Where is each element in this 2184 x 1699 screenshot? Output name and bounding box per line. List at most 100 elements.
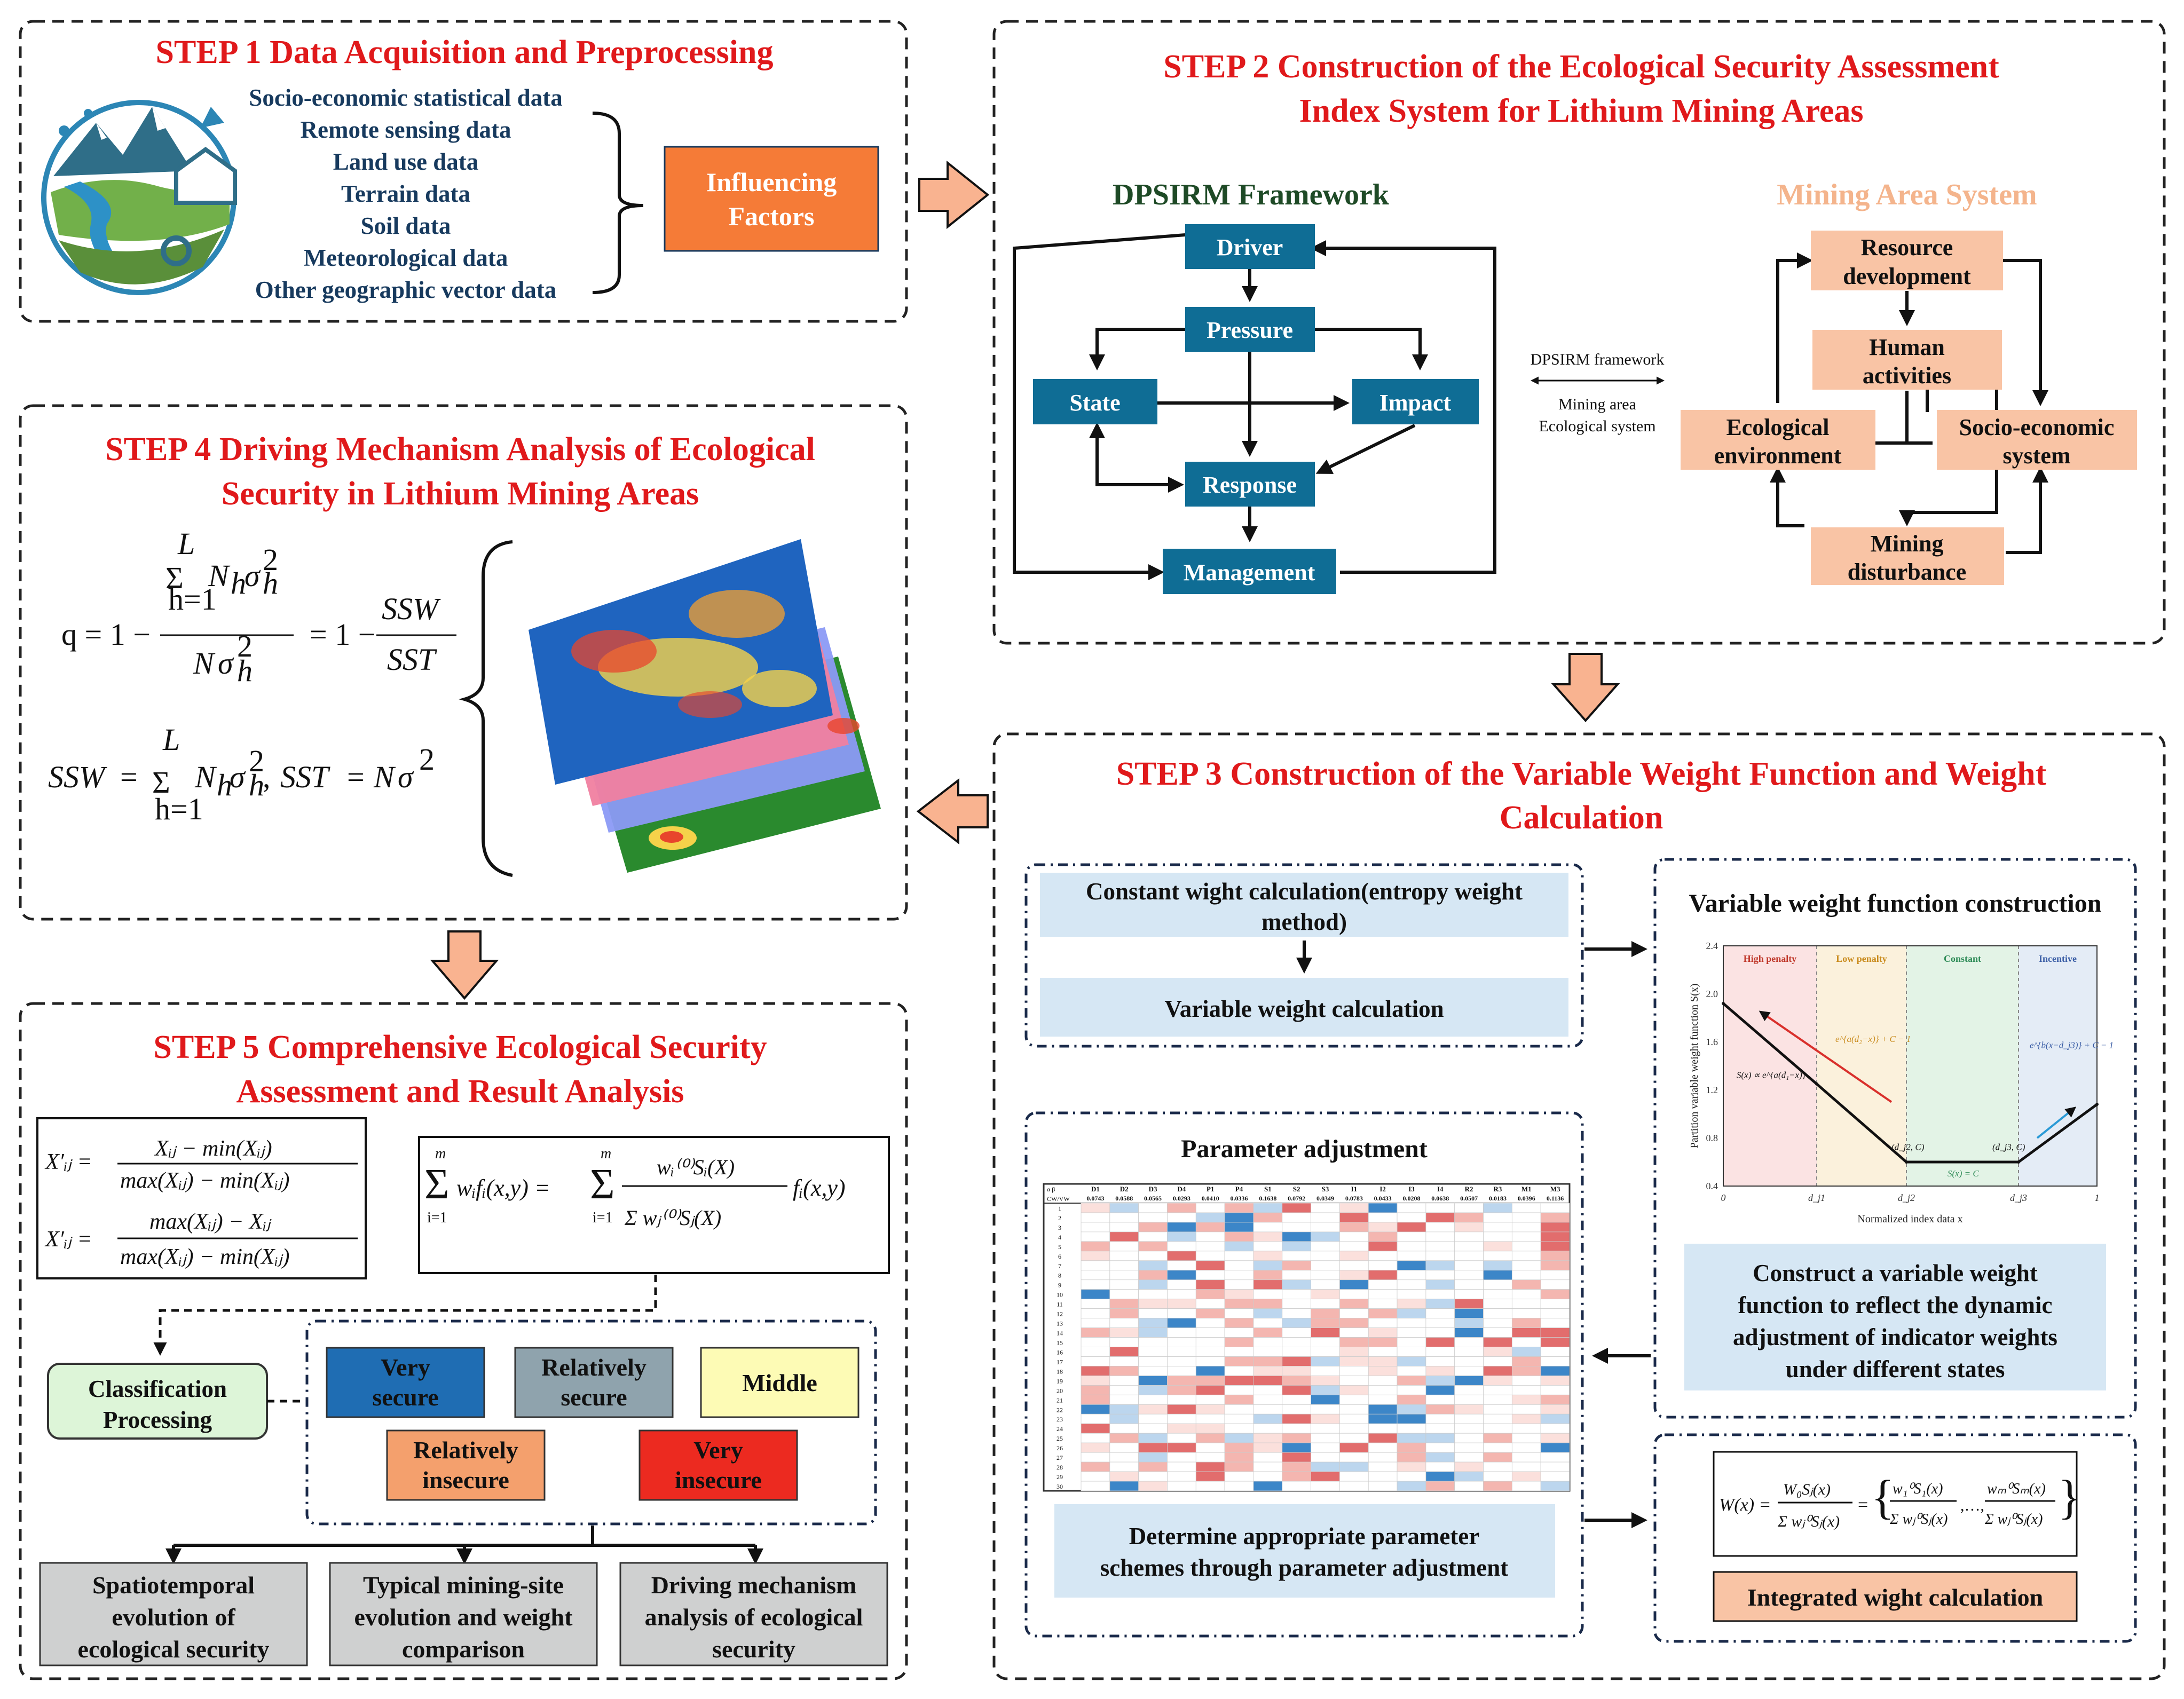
table-cell [1311, 1318, 1340, 1328]
table-cell [1109, 1251, 1139, 1261]
svg-text:}: } [2058, 1471, 2081, 1524]
table-cell [1167, 1222, 1196, 1232]
table-cell [1081, 1203, 1110, 1213]
table-cell [1282, 1251, 1311, 1261]
table-cell [1425, 1308, 1455, 1318]
chart-region-label: High penalty [1744, 953, 1797, 964]
table-cell [1454, 1394, 1484, 1405]
table-cell [1195, 1442, 1225, 1453]
table-cell [1540, 1375, 1570, 1386]
table-cell [1368, 1222, 1398, 1232]
table-cell [1454, 1385, 1484, 1395]
table-cell [1511, 1327, 1541, 1338]
classification-label-2: Processing [103, 1406, 212, 1433]
security-level-label: Relatively [413, 1436, 518, 1464]
table-cell [1138, 1394, 1168, 1405]
mining-area-system: Resource development Human activities Ec… [1681, 231, 2137, 585]
chart-region-label: Incentive [2039, 953, 2077, 964]
table-weight-cell: 0.0183 [1489, 1195, 1507, 1202]
table-row-index: 11 [1056, 1301, 1063, 1308]
table-cell [1282, 1270, 1311, 1281]
table-cell [1195, 1481, 1225, 1491]
chart-trend-arrow [1759, 1010, 1893, 1103]
influencing-factors-box [664, 146, 879, 252]
table-cell [1282, 1471, 1311, 1482]
table-cell [1167, 1270, 1196, 1281]
table-cell [1540, 1222, 1570, 1232]
table-cell [1081, 1481, 1110, 1491]
chart-y-tick: 0.8 [1706, 1133, 1718, 1143]
parameter-table: α βCW/VWD10.0743D20.0588D30.0565D40.0293… [1043, 1183, 1571, 1492]
table-cell [1339, 1442, 1369, 1453]
table-cell [1368, 1251, 1398, 1261]
svg-text:σ: σ [218, 646, 234, 681]
table-cell [1311, 1251, 1340, 1261]
svg-text:σ: σ [230, 760, 246, 794]
table-cell [1282, 1413, 1311, 1424]
table-header-cell: I4 [1437, 1185, 1444, 1193]
security-level-box [638, 1429, 798, 1501]
table-weight-cell: 0.1638 [1259, 1195, 1276, 1202]
chart-x-tick: 0 [1721, 1192, 1726, 1203]
table-cell [1253, 1241, 1283, 1252]
table-cell [1109, 1289, 1139, 1300]
table-cell [1195, 1461, 1225, 1472]
table-cell [1195, 1289, 1225, 1300]
table-cell [1425, 1318, 1455, 1328]
data-source-item: Land use data [333, 148, 479, 175]
chart-annotation: (d_j2, C) [1891, 1142, 1925, 1152]
table-cell [1109, 1423, 1139, 1434]
step2-title-line2: Index System for Lithium Mining Areas [1299, 93, 1864, 129]
parameter-title: Parameter adjustment [1181, 1135, 1428, 1163]
table-cell [1339, 1356, 1369, 1366]
table-cell [1339, 1251, 1369, 1261]
table-cell [1511, 1404, 1541, 1414]
table-row-index: 5 [1058, 1243, 1061, 1251]
step5-title-line1: STEP 5 Comprehensive Ecological Security [153, 1029, 767, 1065]
table-cell [1368, 1433, 1398, 1443]
svg-text:L: L [177, 526, 195, 561]
table-cell [1167, 1299, 1196, 1309]
table-row-index: 7 [1058, 1262, 1061, 1270]
ecological-label-2: environment [1714, 442, 1842, 469]
table-cell [1081, 1251, 1110, 1261]
table-cell [1138, 1212, 1168, 1223]
chart-region [1906, 946, 2019, 1186]
table-cell [1311, 1413, 1340, 1424]
table-cell [1311, 1481, 1340, 1491]
table-cell [1253, 1404, 1283, 1414]
table-weight-cell: 0.0349 [1316, 1195, 1334, 1202]
table-cell [1282, 1337, 1311, 1347]
table-cell [1195, 1279, 1225, 1290]
table-cell [1195, 1423, 1225, 1434]
table-cell [1368, 1375, 1398, 1386]
table-cell [1081, 1241, 1110, 1252]
svg-text:σ: σ [245, 558, 261, 593]
table-cell [1540, 1461, 1570, 1472]
table-cell [1224, 1241, 1254, 1252]
table-cell [1282, 1347, 1311, 1357]
link-label-ecological-system: Ecological system [1539, 417, 1655, 435]
table-cell [1195, 1327, 1225, 1338]
table-cell [1368, 1212, 1398, 1223]
table-row-index: 4 [1058, 1234, 1061, 1241]
table-cell [1311, 1404, 1340, 1414]
security-levels-subpanel [305, 1319, 877, 1526]
table-cell [1282, 1404, 1311, 1414]
svg-text:h=1: h=1 [155, 792, 203, 826]
chart-region [2019, 946, 2097, 1186]
outcome-label: ecological security [78, 1635, 270, 1663]
table-cell [1483, 1375, 1512, 1386]
table-cell [1540, 1471, 1570, 1482]
table-row-index: 30 [1056, 1483, 1063, 1490]
link-label-mining-area: Mining area [1558, 396, 1636, 413]
table-cell [1339, 1404, 1369, 1414]
table-cell [1167, 1481, 1196, 1491]
security-level-legend: VerysecureRelativelysecureMiddleRelative… [326, 1347, 860, 1501]
table-cell [1397, 1203, 1426, 1213]
table-cell [1224, 1327, 1254, 1338]
table-cell [1397, 1241, 1426, 1252]
